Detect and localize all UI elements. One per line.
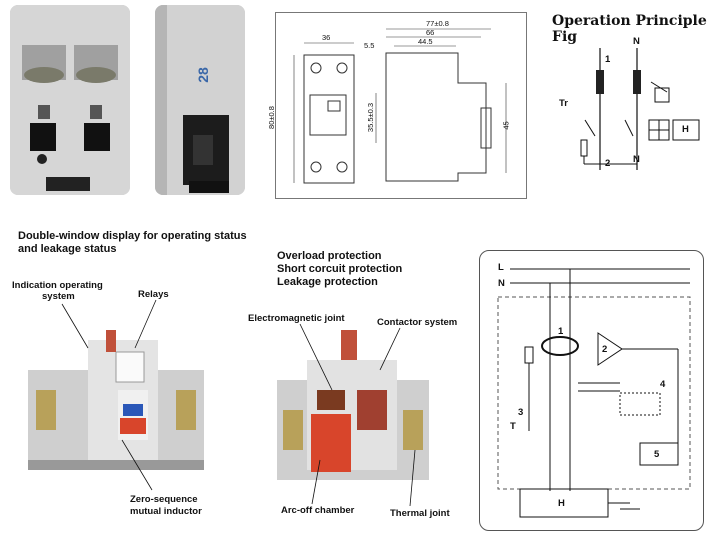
dim-side-height: 45 bbox=[501, 121, 511, 130]
dimension-drawing-lines bbox=[293, 28, 507, 184]
dim-rail: 35.5±0.3 bbox=[366, 102, 376, 133]
left-cutaway-illustration bbox=[28, 330, 204, 470]
op-label-2: 2 bbox=[605, 158, 611, 169]
protection-line1: Overload protection bbox=[277, 250, 382, 262]
op-label-n-top: N bbox=[633, 36, 640, 47]
protection-line2: Short corcuit protection bbox=[277, 263, 403, 275]
label-indication-line1: Indication operating bbox=[12, 280, 103, 291]
label-zero-line2: mutual inductor bbox=[130, 506, 202, 517]
op-label-h: H bbox=[682, 124, 689, 135]
circuit-label-n: N bbox=[498, 278, 505, 289]
label-arc-off-chamber: Arc-off chamber bbox=[281, 505, 355, 516]
label-thermal-joint: Thermal joint bbox=[390, 508, 450, 519]
dimension-drawing: 36 77±0.8 66 44.5 5.5 80±0.8 35.5±0.3 45 bbox=[267, 12, 527, 199]
circuit-label-t: T bbox=[510, 421, 516, 432]
circuit-label-l: L bbox=[498, 262, 504, 273]
op-label-tr: Tr bbox=[559, 98, 568, 109]
circuit-label-4: 4 bbox=[660, 379, 666, 390]
side-view-photo: 28 bbox=[155, 5, 245, 195]
protection-line3: Leakage protection bbox=[277, 276, 378, 288]
middle-cutaway-illustration bbox=[277, 330, 429, 480]
side-stamp-text: 28 bbox=[194, 67, 211, 83]
label-contactor-system: Contactor system bbox=[377, 317, 458, 328]
left-cutaway-photo bbox=[28, 330, 204, 470]
operation-principle-figure: 1 N Tr H 2 N bbox=[555, 36, 715, 175]
circuit-label-3: 3 bbox=[518, 407, 524, 418]
circuit-label-1: 1 bbox=[558, 326, 564, 337]
dim-depth-44: 44.5 bbox=[418, 37, 433, 46]
operation-principle-lines bbox=[580, 48, 700, 170]
label-indication-line2: system bbox=[42, 291, 75, 302]
circuit-diagram-lines bbox=[497, 268, 691, 518]
left-leader-lines bbox=[61, 299, 157, 491]
middle-leader-lines bbox=[299, 323, 416, 507]
dim-front-width: 36 bbox=[322, 33, 331, 42]
circuit-label-2: 2 bbox=[602, 344, 608, 355]
op-label-n-bottom: N bbox=[633, 154, 640, 165]
front-terminal-illustration bbox=[10, 5, 130, 195]
side-view-illustration bbox=[155, 5, 245, 195]
dim-offset: 5.5 bbox=[364, 41, 375, 50]
dim-depth-66: 66 bbox=[426, 28, 435, 37]
left-heading-line2: and leakage status bbox=[18, 243, 117, 255]
operation-fig-title: Operation Principle Fig bbox=[552, 13, 707, 45]
label-electromagnetic-joint: Electromagnetic joint bbox=[248, 313, 345, 324]
label-relays: Relays bbox=[138, 289, 169, 300]
dim-overall-depth: 77±0.8 bbox=[426, 19, 449, 28]
middle-cutaway-photo bbox=[277, 330, 429, 480]
label-zero-line1: Zero-sequence bbox=[130, 494, 198, 505]
dim-height-left: 80±0.8 bbox=[266, 106, 276, 129]
left-heading-line1: Double-window display for operating stat… bbox=[18, 230, 247, 242]
circuit-diagram: L N 1 2 3 T 4 5 H bbox=[479, 250, 704, 531]
front-terminal-photo bbox=[10, 5, 130, 195]
circuit-label-h: H bbox=[558, 498, 565, 509]
op-label-1: 1 bbox=[605, 54, 611, 65]
circuit-label-5: 5 bbox=[654, 449, 660, 460]
